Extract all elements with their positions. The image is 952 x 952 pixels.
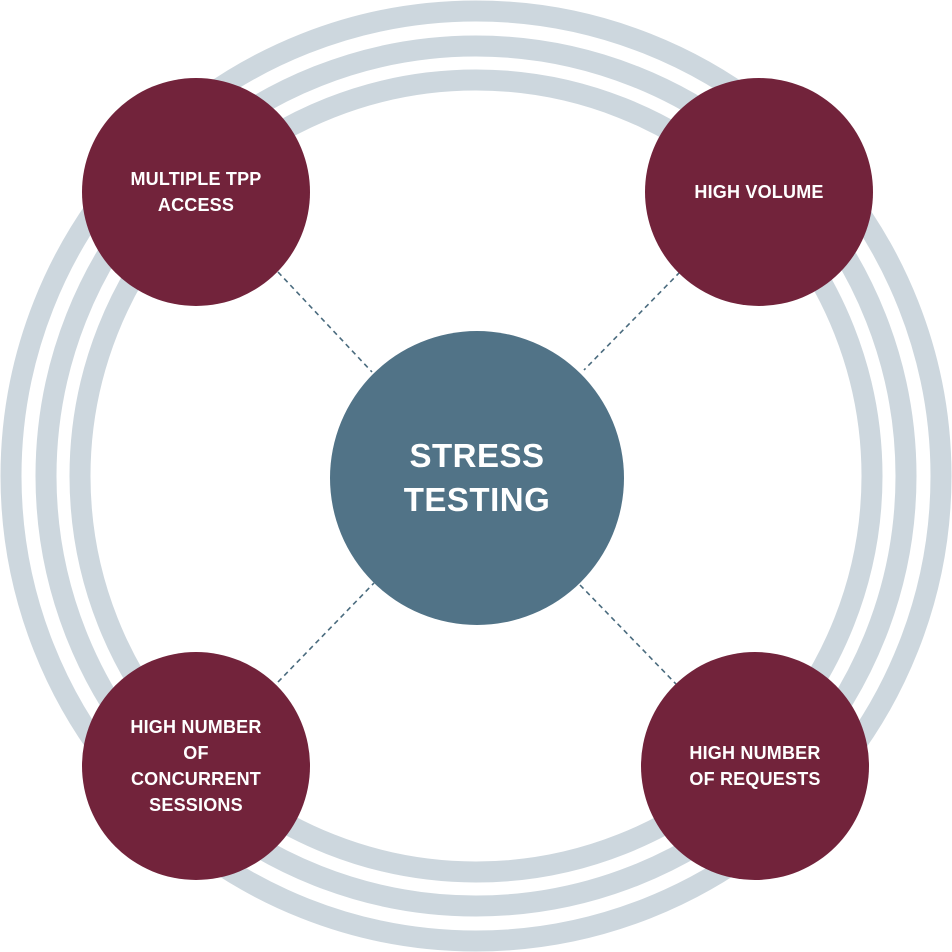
- center-node-label: STRESS TESTING: [403, 437, 551, 518]
- factor-node-label: HIGH NUMBER OF CONCURRENT SESSIONS: [130, 717, 262, 815]
- connector-bottom-right: [579, 584, 677, 685]
- connector-top-right: [583, 271, 681, 371]
- center-node-stress-testing: STRESS TESTING: [330, 331, 624, 625]
- factor-node-label: HIGH VOLUME: [694, 182, 824, 202]
- connector-top-left: [277, 271, 373, 373]
- connector-bottom-left: [277, 582, 375, 683]
- factor-node-concurrent-sessions: HIGH NUMBER OF CONCURRENT SESSIONS: [82, 652, 310, 880]
- inner-ring: [69, 69, 883, 883]
- factor-node-high-volume: HIGH VOLUME: [645, 78, 873, 306]
- middle-ring: [35, 35, 917, 917]
- factor-node-number-of-requests: HIGH NUMBER OF REQUESTS: [641, 652, 869, 880]
- factor-node-label: HIGH NUMBER OF REQUESTS: [689, 743, 821, 789]
- factor-node-label: MULTIPLE TPP ACCESS: [130, 169, 262, 215]
- factor-node-multiple-tpp-access: MULTIPLE TPP ACCESS: [82, 78, 310, 306]
